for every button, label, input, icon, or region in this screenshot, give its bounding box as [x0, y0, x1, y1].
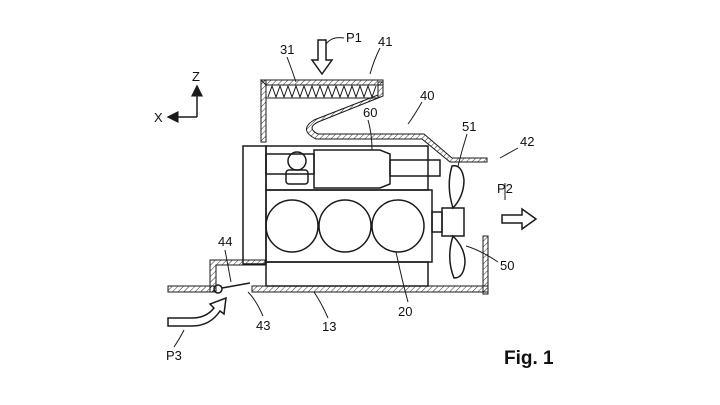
- label-31: 31: [280, 42, 294, 57]
- flow-arrow-p2: [501, 207, 538, 231]
- radiator-31: [265, 84, 379, 99]
- coordinate-axes: Z X: [154, 69, 203, 125]
- label-50: 50: [500, 258, 514, 273]
- label-40: 40: [420, 88, 434, 103]
- leader-lines: [173, 37, 519, 348]
- label-42: 42: [520, 134, 534, 149]
- engine-20: [242, 145, 433, 287]
- label-60: 60: [363, 105, 377, 120]
- fan-51: [431, 165, 466, 279]
- flap-44: [213, 282, 251, 294]
- label-41: 41: [378, 34, 392, 49]
- flow-arrow-p3: [167, 296, 227, 327]
- label-20: 20: [398, 304, 412, 319]
- label-51: 51: [462, 119, 476, 134]
- flow-arrow-p1: [310, 39, 334, 76]
- axis-x-label: X: [154, 110, 163, 125]
- figure-label: Fig. 1: [504, 348, 554, 369]
- label-13: 13: [322, 319, 336, 334]
- label-p3: P3: [166, 348, 182, 363]
- label-44: 44: [218, 234, 232, 249]
- label-p1: P1: [346, 30, 362, 45]
- exhaust-60: [265, 149, 441, 189]
- axis-z-label: Z: [192, 69, 200, 84]
- label-p2: P2: [497, 181, 513, 196]
- labels: P1 31 41 40 60 51 42 P2 50 20 13 43 44 P…: [166, 30, 554, 369]
- label-43: 43: [256, 318, 270, 333]
